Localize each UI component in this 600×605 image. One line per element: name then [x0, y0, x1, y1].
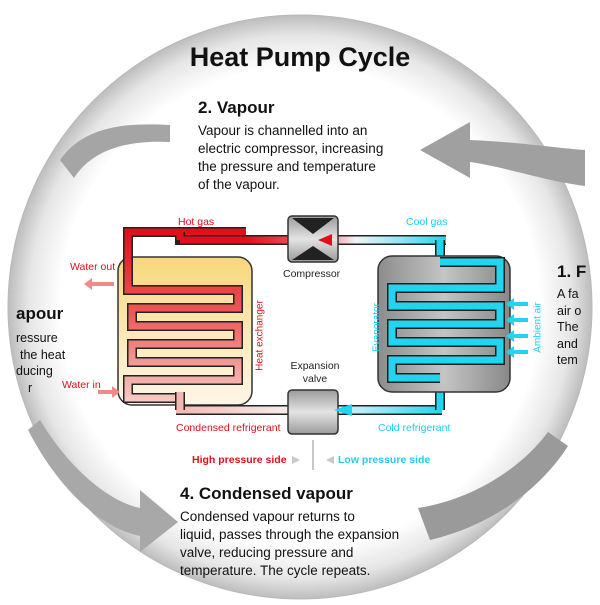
step-2-heading: 2. Vapour — [198, 98, 275, 117]
cool-gas-label: Cool gas — [406, 216, 448, 228]
expansion-valve-label: Expansion valve — [290, 360, 340, 385]
water-in-label: Water in — [62, 379, 101, 391]
step-1-text: A fa air o The and tem — [557, 287, 582, 367]
step-1-heading: 1. F — [557, 262, 587, 281]
cycle-arrow-top-left — [60, 124, 170, 178]
step-3-heading: apour — [16, 304, 64, 323]
evaporator-label: Evaporator — [371, 303, 383, 352]
cycle-arrow-top-right — [420, 122, 585, 186]
ambient-air-label: Ambient air — [532, 302, 544, 353]
water-out-arrow — [84, 278, 114, 290]
expansion-valve — [287, 389, 352, 435]
step-4-text: Condensed vapour returns to liquid, pass… — [180, 509, 400, 578]
step-2-text: Vapour is channelled into an electric co… — [198, 123, 384, 192]
low-pressure-side-label: Low pressure side — [338, 454, 431, 466]
cycle-arrow-bottom-right — [418, 432, 568, 540]
condensed-refrigerant-label: Condensed refrigerant — [176, 422, 281, 434]
water-in-arrow — [98, 386, 120, 398]
page-title: Heat Pump Cycle — [189, 42, 411, 72]
cycle-arrow-bottom-left — [28, 420, 178, 552]
water-out-label: Water out — [70, 261, 116, 273]
high-pressure-side-label: High pressure side — [192, 454, 287, 466]
compressor — [287, 215, 339, 263]
step-4-heading: 4. Condensed vapour — [180, 484, 353, 503]
hot-gas-label: Hot gas — [178, 216, 215, 228]
compressor-label: Compressor — [283, 268, 341, 280]
heat-exchanger-label: Heat exchanger — [254, 300, 266, 371]
ambient-air-arrows — [506, 298, 528, 358]
cold-refrigerant-label: Cold refrigerant — [378, 422, 451, 434]
step-3-text: ressure the heat ducing r — [16, 331, 66, 395]
